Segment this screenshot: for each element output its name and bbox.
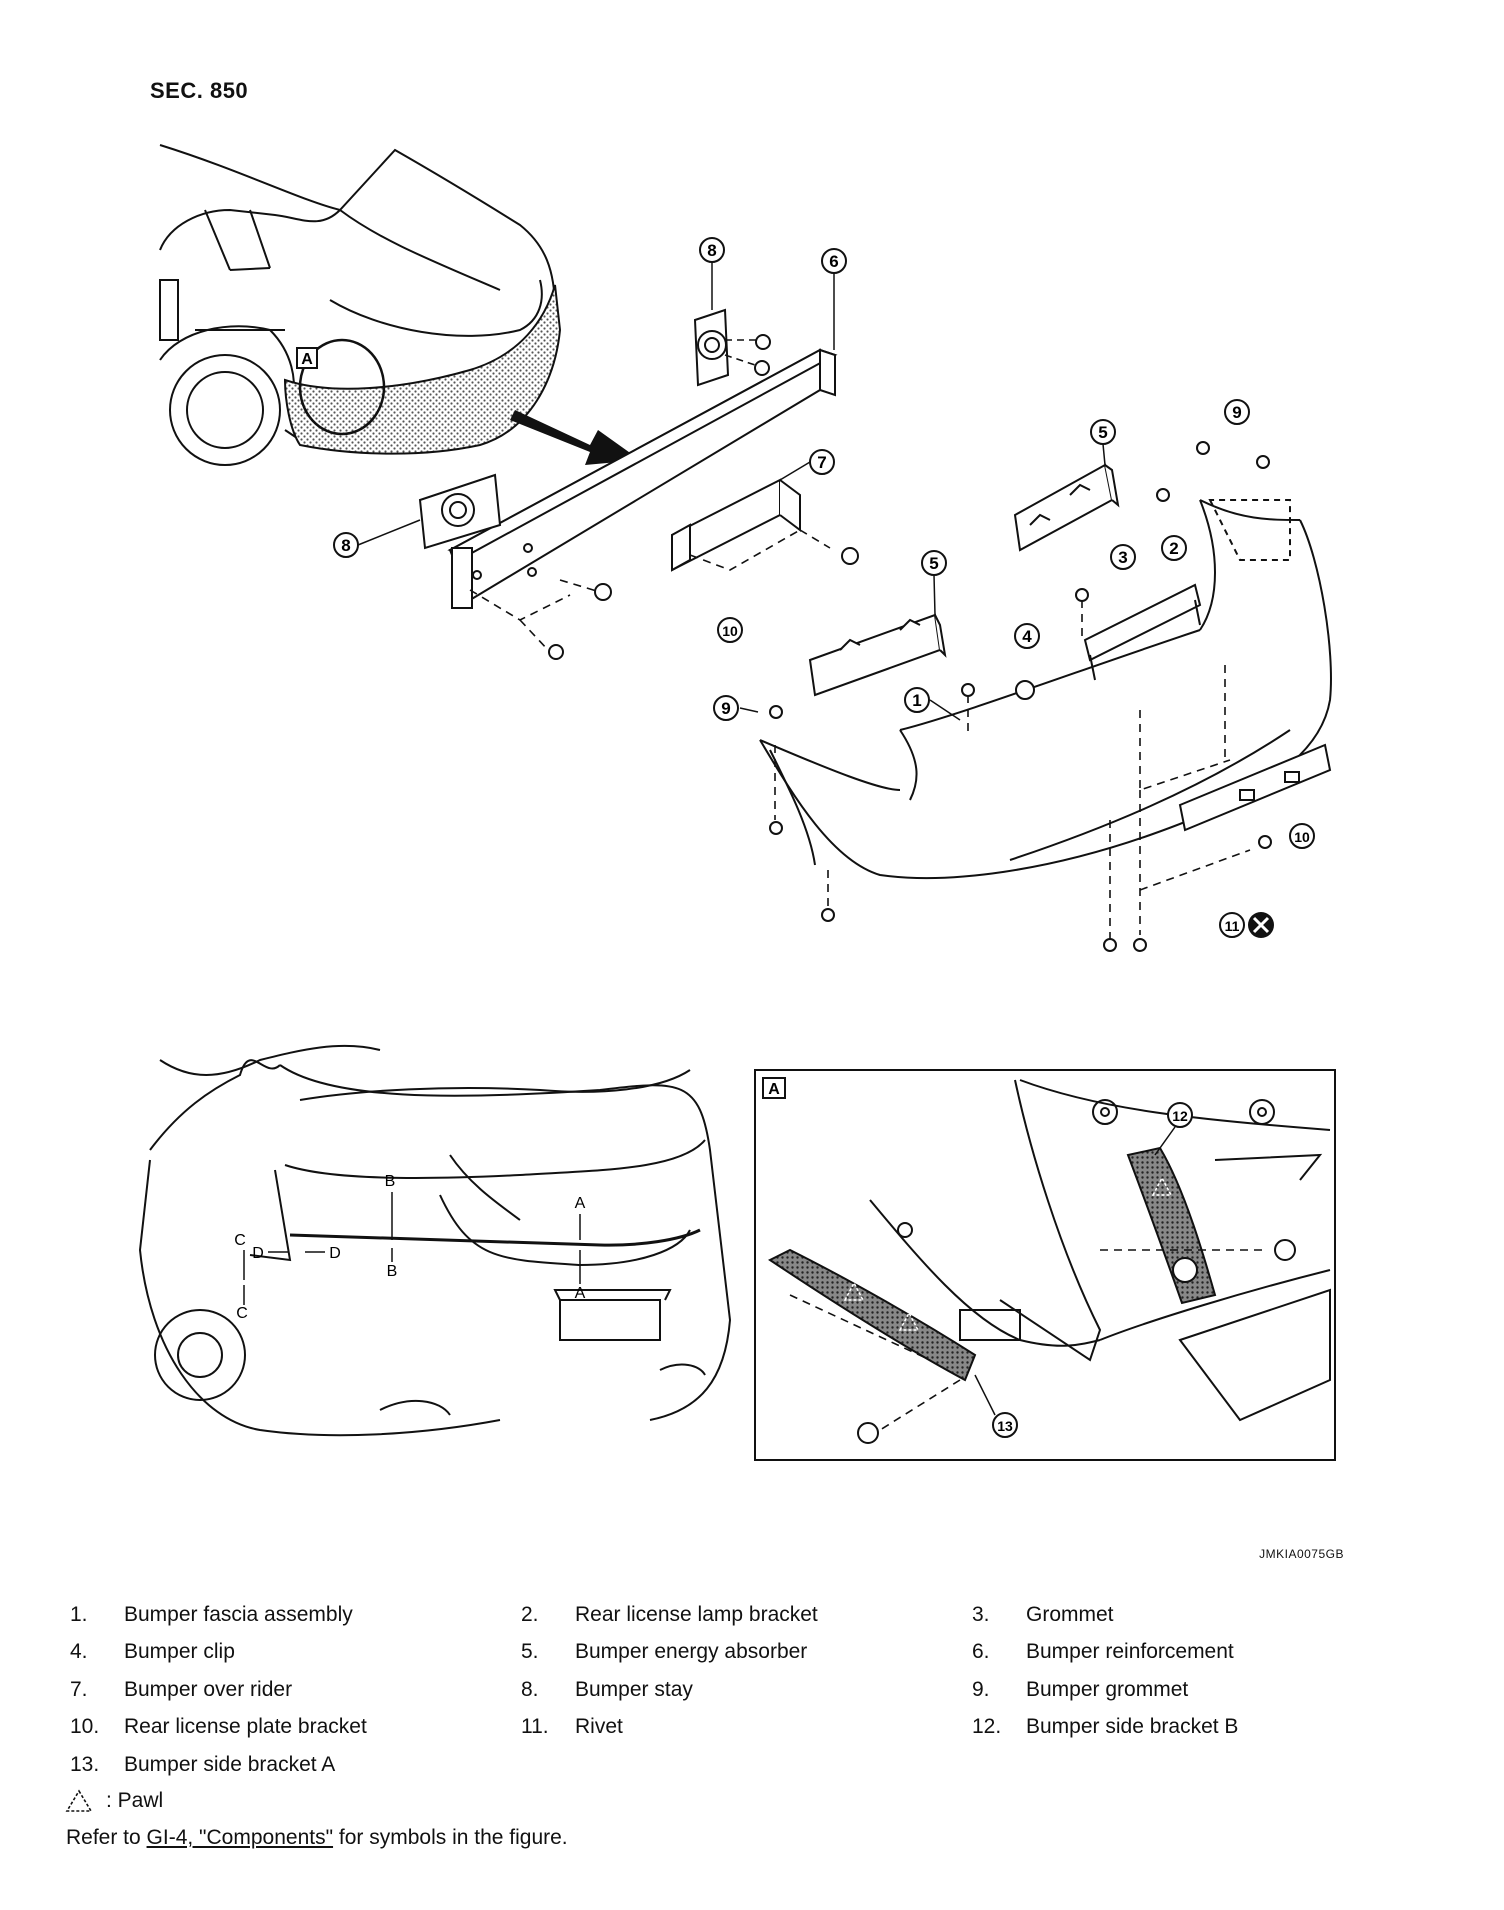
svg-text:A: A: [575, 1285, 586, 1302]
legend-item: 12.Bumper side bracket B: [972, 1715, 1239, 1739]
svg-text:13: 13: [997, 1418, 1013, 1434]
svg-text:5: 5: [1098, 423, 1107, 442]
callout-12: 12: [1167, 1102, 1193, 1128]
detail-label-top: A: [301, 351, 313, 368]
legend-item: 11.Rivet: [521, 1715, 623, 1739]
callout-9-right: 9: [1224, 399, 1250, 425]
license-plate-bracket: [1178, 743, 1332, 832]
parts-legend: 1.Bumper fascia assembly 2.Rear license …: [70, 1596, 1450, 1784]
legend-item: 13.Bumper side bracket A: [70, 1752, 336, 1776]
svg-text:8: 8: [341, 536, 350, 555]
callout-9-left: 9: [713, 695, 739, 721]
side-bracket-a: [768, 1248, 977, 1382]
pawl-triangle-icon: [65, 1789, 93, 1812]
callouts-top: 1 2 3 4 5 5 6 7 8 8 9 9 10 10 11: [333, 237, 1315, 938]
svg-text:C: C: [234, 1232, 246, 1249]
do-not-reuse-icon: [1248, 912, 1274, 938]
bumper-over-rider: [671, 478, 801, 572]
svg-text:8: 8: [707, 241, 716, 260]
callout-4: 4: [1014, 623, 1040, 649]
callout-1: 1: [904, 687, 930, 713]
svg-text:5: 5: [929, 554, 938, 573]
detail-label-box-top: [296, 347, 318, 369]
components-link[interactable]: GI-4, "Components": [146, 1826, 334, 1849]
car-overview-bottom: [138, 1044, 732, 1437]
svg-text:10: 10: [1294, 829, 1310, 845]
legend-item: 10.Rear license plate bracket: [70, 1715, 367, 1739]
pawl-label: : Pawl: [106, 1789, 164, 1812]
bumper-stay-lower: [418, 473, 502, 550]
detail-a-box: A 12 13: [754, 1069, 1336, 1461]
callout-3: 3: [1110, 544, 1136, 570]
callout-7: 7: [809, 449, 835, 475]
grommet: [1075, 588, 1089, 602]
hatched-bumper-top: [283, 284, 562, 455]
nut: [594, 583, 612, 601]
svg-text:10: 10: [722, 623, 738, 639]
trim-marks: B B A A C C D D: [234, 1173, 585, 1322]
svg-text:6: 6: [829, 252, 838, 271]
callout-5-right: 5: [1090, 419, 1116, 445]
callout-11: 11: [1219, 912, 1245, 938]
svg-text:2: 2: [1169, 539, 1178, 558]
energy-absorber-left: [808, 613, 947, 697]
license-lamp-bracket: [1083, 583, 1202, 681]
energy-absorber-right: [1013, 463, 1120, 552]
legend-item: 2.Rear license lamp bracket: [521, 1602, 818, 1626]
callout-10-right: 10: [1289, 823, 1315, 849]
legend-item: 7.Bumper over rider: [70, 1677, 293, 1701]
svg-text:A: A: [768, 1081, 780, 1098]
detail-circle-a: [298, 338, 386, 436]
svg-text:7: 7: [817, 453, 826, 472]
bumper-reinforcement: [447, 348, 838, 609]
direction-arrow: [510, 410, 640, 465]
legend-item: 8.Bumper stay: [521, 1677, 693, 1701]
legend-item: 3.Grommet: [972, 1602, 1114, 1626]
over-rider-nut: [841, 547, 859, 565]
svg-text:D: D: [252, 1245, 264, 1262]
svg-text:A: A: [575, 1195, 586, 1212]
callout-5-left: 5: [921, 550, 947, 576]
figure-code: JMKIA0075GB: [1259, 1547, 1344, 1561]
legend-item: 6.Bumper reinforcement: [972, 1640, 1234, 1664]
exploded-parts-diagram: A: [138, 144, 1336, 1461]
svg-text:C: C: [236, 1305, 248, 1322]
bumper-grommet-left: [769, 705, 783, 719]
legend-item: 1.Bumper fascia assembly: [70, 1602, 353, 1626]
svg-text:B: B: [385, 1173, 396, 1190]
bumper-clip: [1015, 680, 1035, 700]
svg-text:D: D: [329, 1245, 341, 1262]
svg-text:9: 9: [721, 699, 730, 718]
callout-13: 13: [992, 1412, 1018, 1438]
svg-text:B: B: [387, 1263, 398, 1280]
pawl-legend: : Pawl: [64, 1788, 163, 1814]
legend-item: 9.Bumper grommet: [972, 1677, 1189, 1701]
car-overview-top: [159, 144, 557, 466]
callout-6: 6: [821, 248, 847, 274]
callout-8-lower: 8: [333, 532, 359, 558]
callout-10-center: 10: [717, 617, 743, 643]
pawl-markers: [843, 1176, 1173, 1331]
bumper-stay-upper: [693, 308, 730, 387]
svg-text:4: 4: [1022, 627, 1032, 646]
legend-item: 4.Bumper clip: [70, 1640, 235, 1664]
bolt-head: [548, 644, 564, 660]
svg-text:12: 12: [1172, 1108, 1188, 1124]
svg-text:3: 3: [1118, 548, 1127, 567]
callout-8-upper: 8: [699, 237, 725, 263]
svg-text:11: 11: [1225, 918, 1240, 934]
reinforcement-fasteners: [469, 579, 601, 651]
svg-text:9: 9: [1232, 403, 1241, 422]
bumper-grommet-right: [1196, 441, 1210, 455]
reference-note: Refer to GI-4, "Components" for symbols …: [66, 1826, 568, 1849]
legend-item: 5.Bumper energy absorber: [521, 1640, 808, 1664]
svg-text:1: 1: [912, 691, 921, 710]
callout-2: 2: [1161, 535, 1187, 561]
section-title: SEC. 850: [150, 78, 249, 103]
